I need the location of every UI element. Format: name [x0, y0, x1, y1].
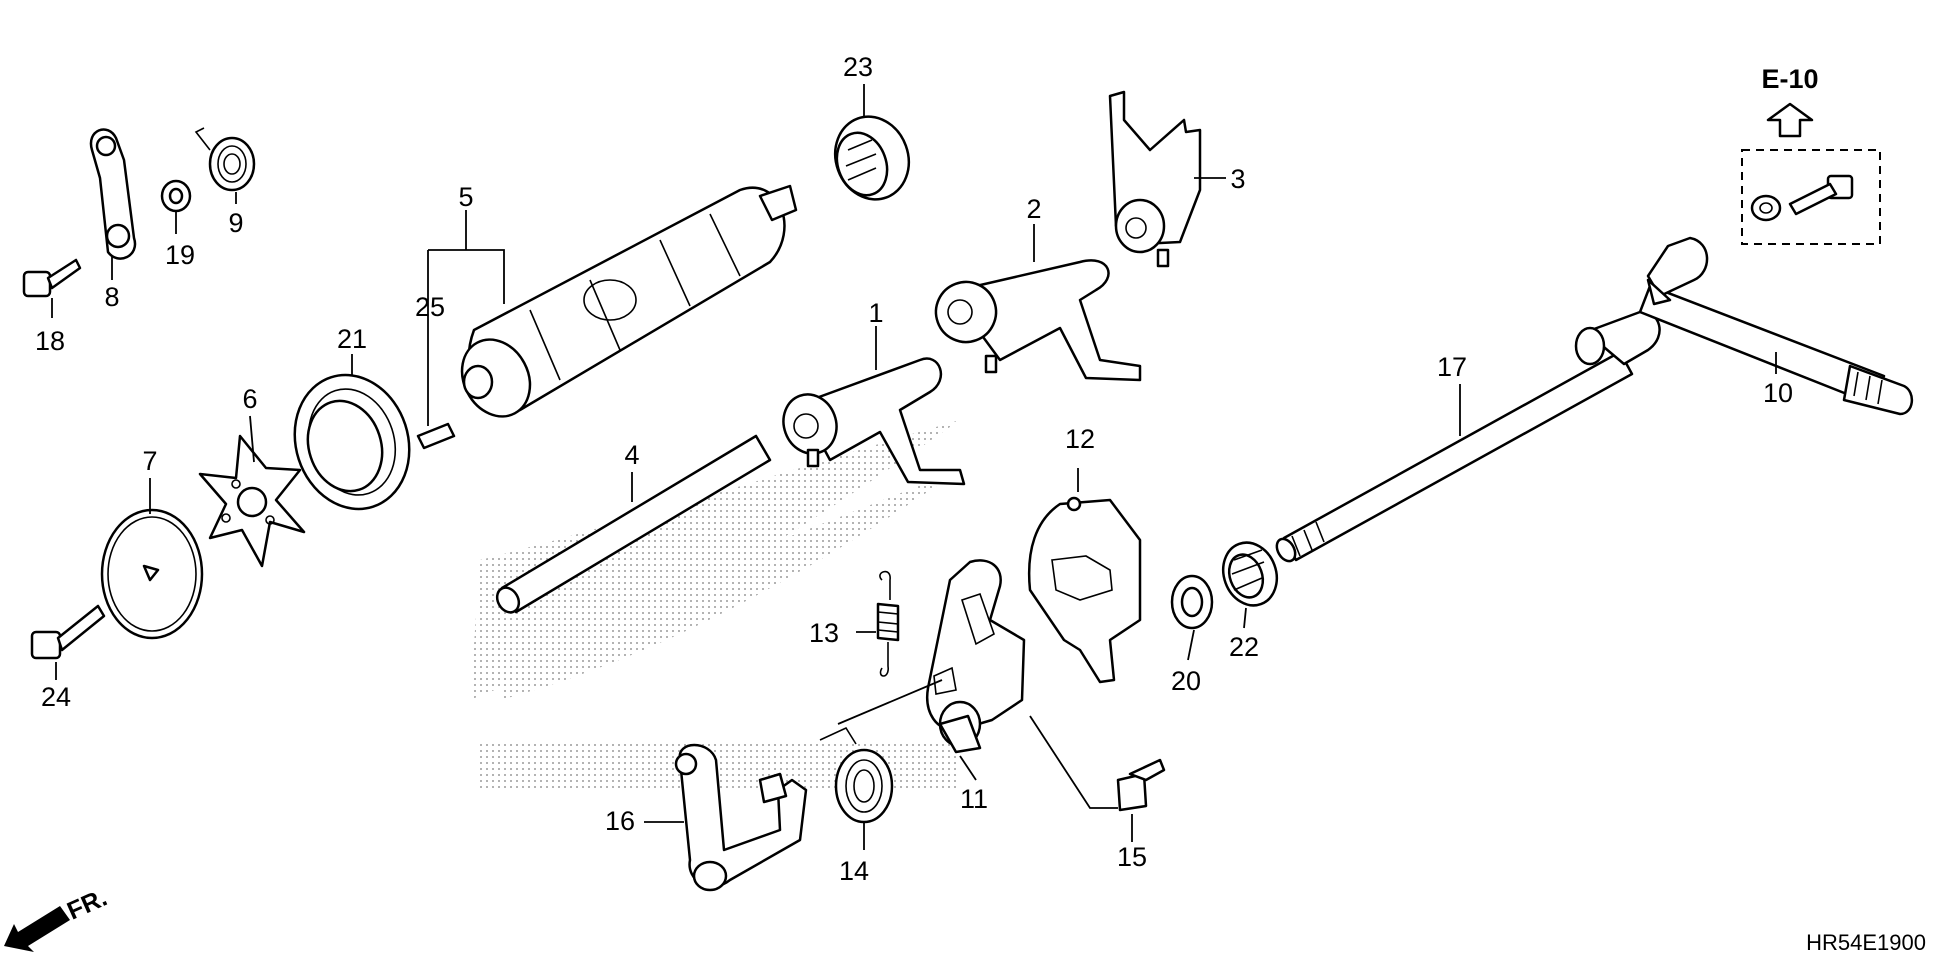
callout-2: 2	[1026, 194, 1041, 224]
callout-8: 8	[104, 282, 119, 312]
part-18-bolt	[22, 258, 82, 298]
callout-24: 24	[41, 682, 71, 712]
callout-18: 18	[35, 326, 65, 356]
part-4-fork-shaft	[495, 434, 772, 614]
diagram-code: HR54E1900	[1806, 930, 1926, 955]
part-1-shift-fork	[782, 357, 966, 486]
callout-3: 3	[1230, 164, 1245, 194]
callout-20: 20	[1171, 666, 1201, 696]
callout-11: 11	[960, 784, 988, 814]
callout-7: 7	[142, 446, 157, 476]
front-direction-arrow-icon	[4, 906, 70, 952]
part-23-bearing	[833, 115, 911, 201]
part-7-plate	[100, 508, 204, 640]
part-13-spring	[876, 570, 900, 677]
part-10-gearshift-spindle	[1638, 236, 1913, 416]
part-11-plate	[926, 559, 1026, 754]
callout-12: 12	[1065, 424, 1095, 454]
part-22-needle-bearing	[1221, 541, 1279, 607]
callout-21: 21	[337, 324, 367, 354]
callout-19: 19	[165, 240, 195, 270]
callout-25: 25	[415, 292, 445, 322]
callout-1: 1	[868, 298, 883, 328]
reference-box-e10	[1741, 149, 1881, 245]
watermark-logo	[470, 420, 960, 790]
part-5-shift-drum	[460, 184, 798, 418]
callout-9: 9	[228, 208, 243, 238]
callout-23: 23	[843, 52, 873, 82]
part-24-bolt	[30, 604, 106, 660]
part-8-stopper-arm	[89, 128, 137, 260]
part-9-spring	[194, 127, 256, 192]
reference-label: E-10	[1761, 64, 1818, 94]
callout-17: 17	[1437, 352, 1467, 382]
callout-4: 4	[624, 440, 639, 470]
callout-16: 16	[605, 806, 635, 836]
part-12-guide-plate	[1027, 496, 1142, 684]
front-direction-label: FR.	[63, 884, 111, 926]
callout-14: 14	[839, 856, 869, 886]
callout-5: 5	[458, 182, 473, 212]
part-20-washer	[1170, 574, 1214, 630]
part-19-washer	[160, 179, 192, 213]
callout-22: 22	[1229, 632, 1259, 662]
part-25-pin	[416, 422, 456, 450]
part-17-spindle	[1275, 310, 1661, 563]
part-15-stud	[1116, 758, 1166, 812]
callout-15: 15	[1117, 842, 1147, 872]
callout-numbers: 1 2 3 4 5 6 7 8 9 10 11 12 13 14 15 16 1…	[35, 52, 1793, 886]
part-16-shift-arm	[674, 743, 808, 892]
part-6-star-plate	[198, 434, 306, 568]
callout-10: 10	[1763, 378, 1793, 408]
part-2-shift-fork	[934, 259, 1142, 382]
leader-lines	[51, 84, 1777, 850]
reference-arrow-up-icon	[1766, 102, 1814, 138]
callout-6: 6	[242, 384, 257, 414]
callout-13: 13	[809, 618, 839, 648]
part-3-shift-fork	[1108, 90, 1202, 268]
part-21-bearing	[293, 373, 411, 511]
